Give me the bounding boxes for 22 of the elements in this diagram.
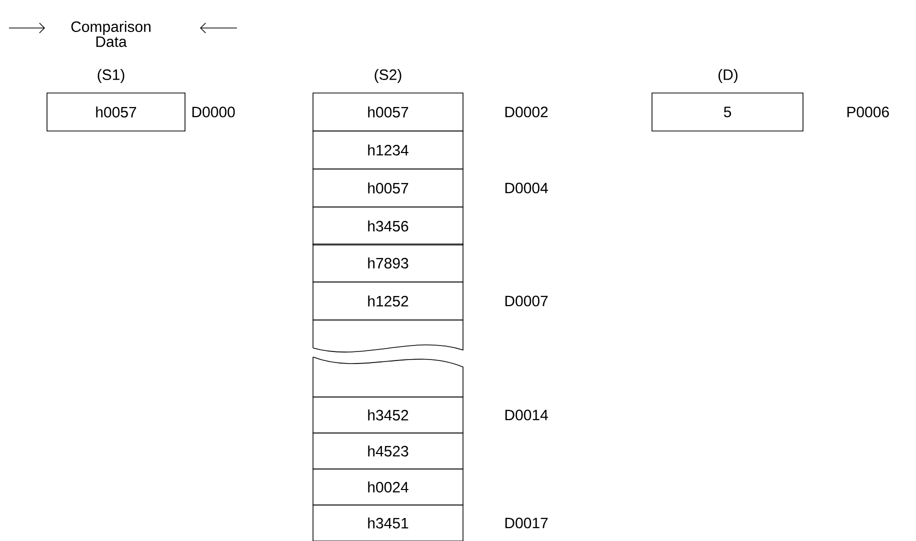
memory-cell: h1252 — [312, 282, 464, 320]
address-label: D0017 — [505, 518, 548, 528]
memory-cell: h3456 — [312, 206, 464, 246]
memory-cell: 5 — [652, 92, 804, 132]
break-cell — [312, 356, 464, 398]
caption: Comparison Data — [71, 20, 150, 47]
memory-cell: h0024 — [312, 468, 464, 506]
address-label: P0006 — [847, 106, 889, 118]
memory-cell: h0057 — [46, 92, 186, 132]
memory-cell: h4523 — [312, 432, 464, 470]
memory-cell: h1234 — [312, 130, 464, 170]
break-cell — [312, 320, 464, 352]
address-label: D0000 — [192, 106, 235, 118]
memory-cell: h7893 — [312, 244, 464, 282]
address-label: D0014 — [505, 410, 548, 420]
memory-cell: h0057 — [312, 92, 464, 132]
address-label: D0002 — [505, 106, 548, 118]
address-label: D0007 — [505, 296, 548, 306]
address-label: D0004 — [505, 182, 548, 194]
memory-cell: h0057 — [312, 168, 464, 208]
memory-cell: h3451 — [312, 504, 464, 541]
memory-cell: h3452 — [312, 396, 464, 434]
